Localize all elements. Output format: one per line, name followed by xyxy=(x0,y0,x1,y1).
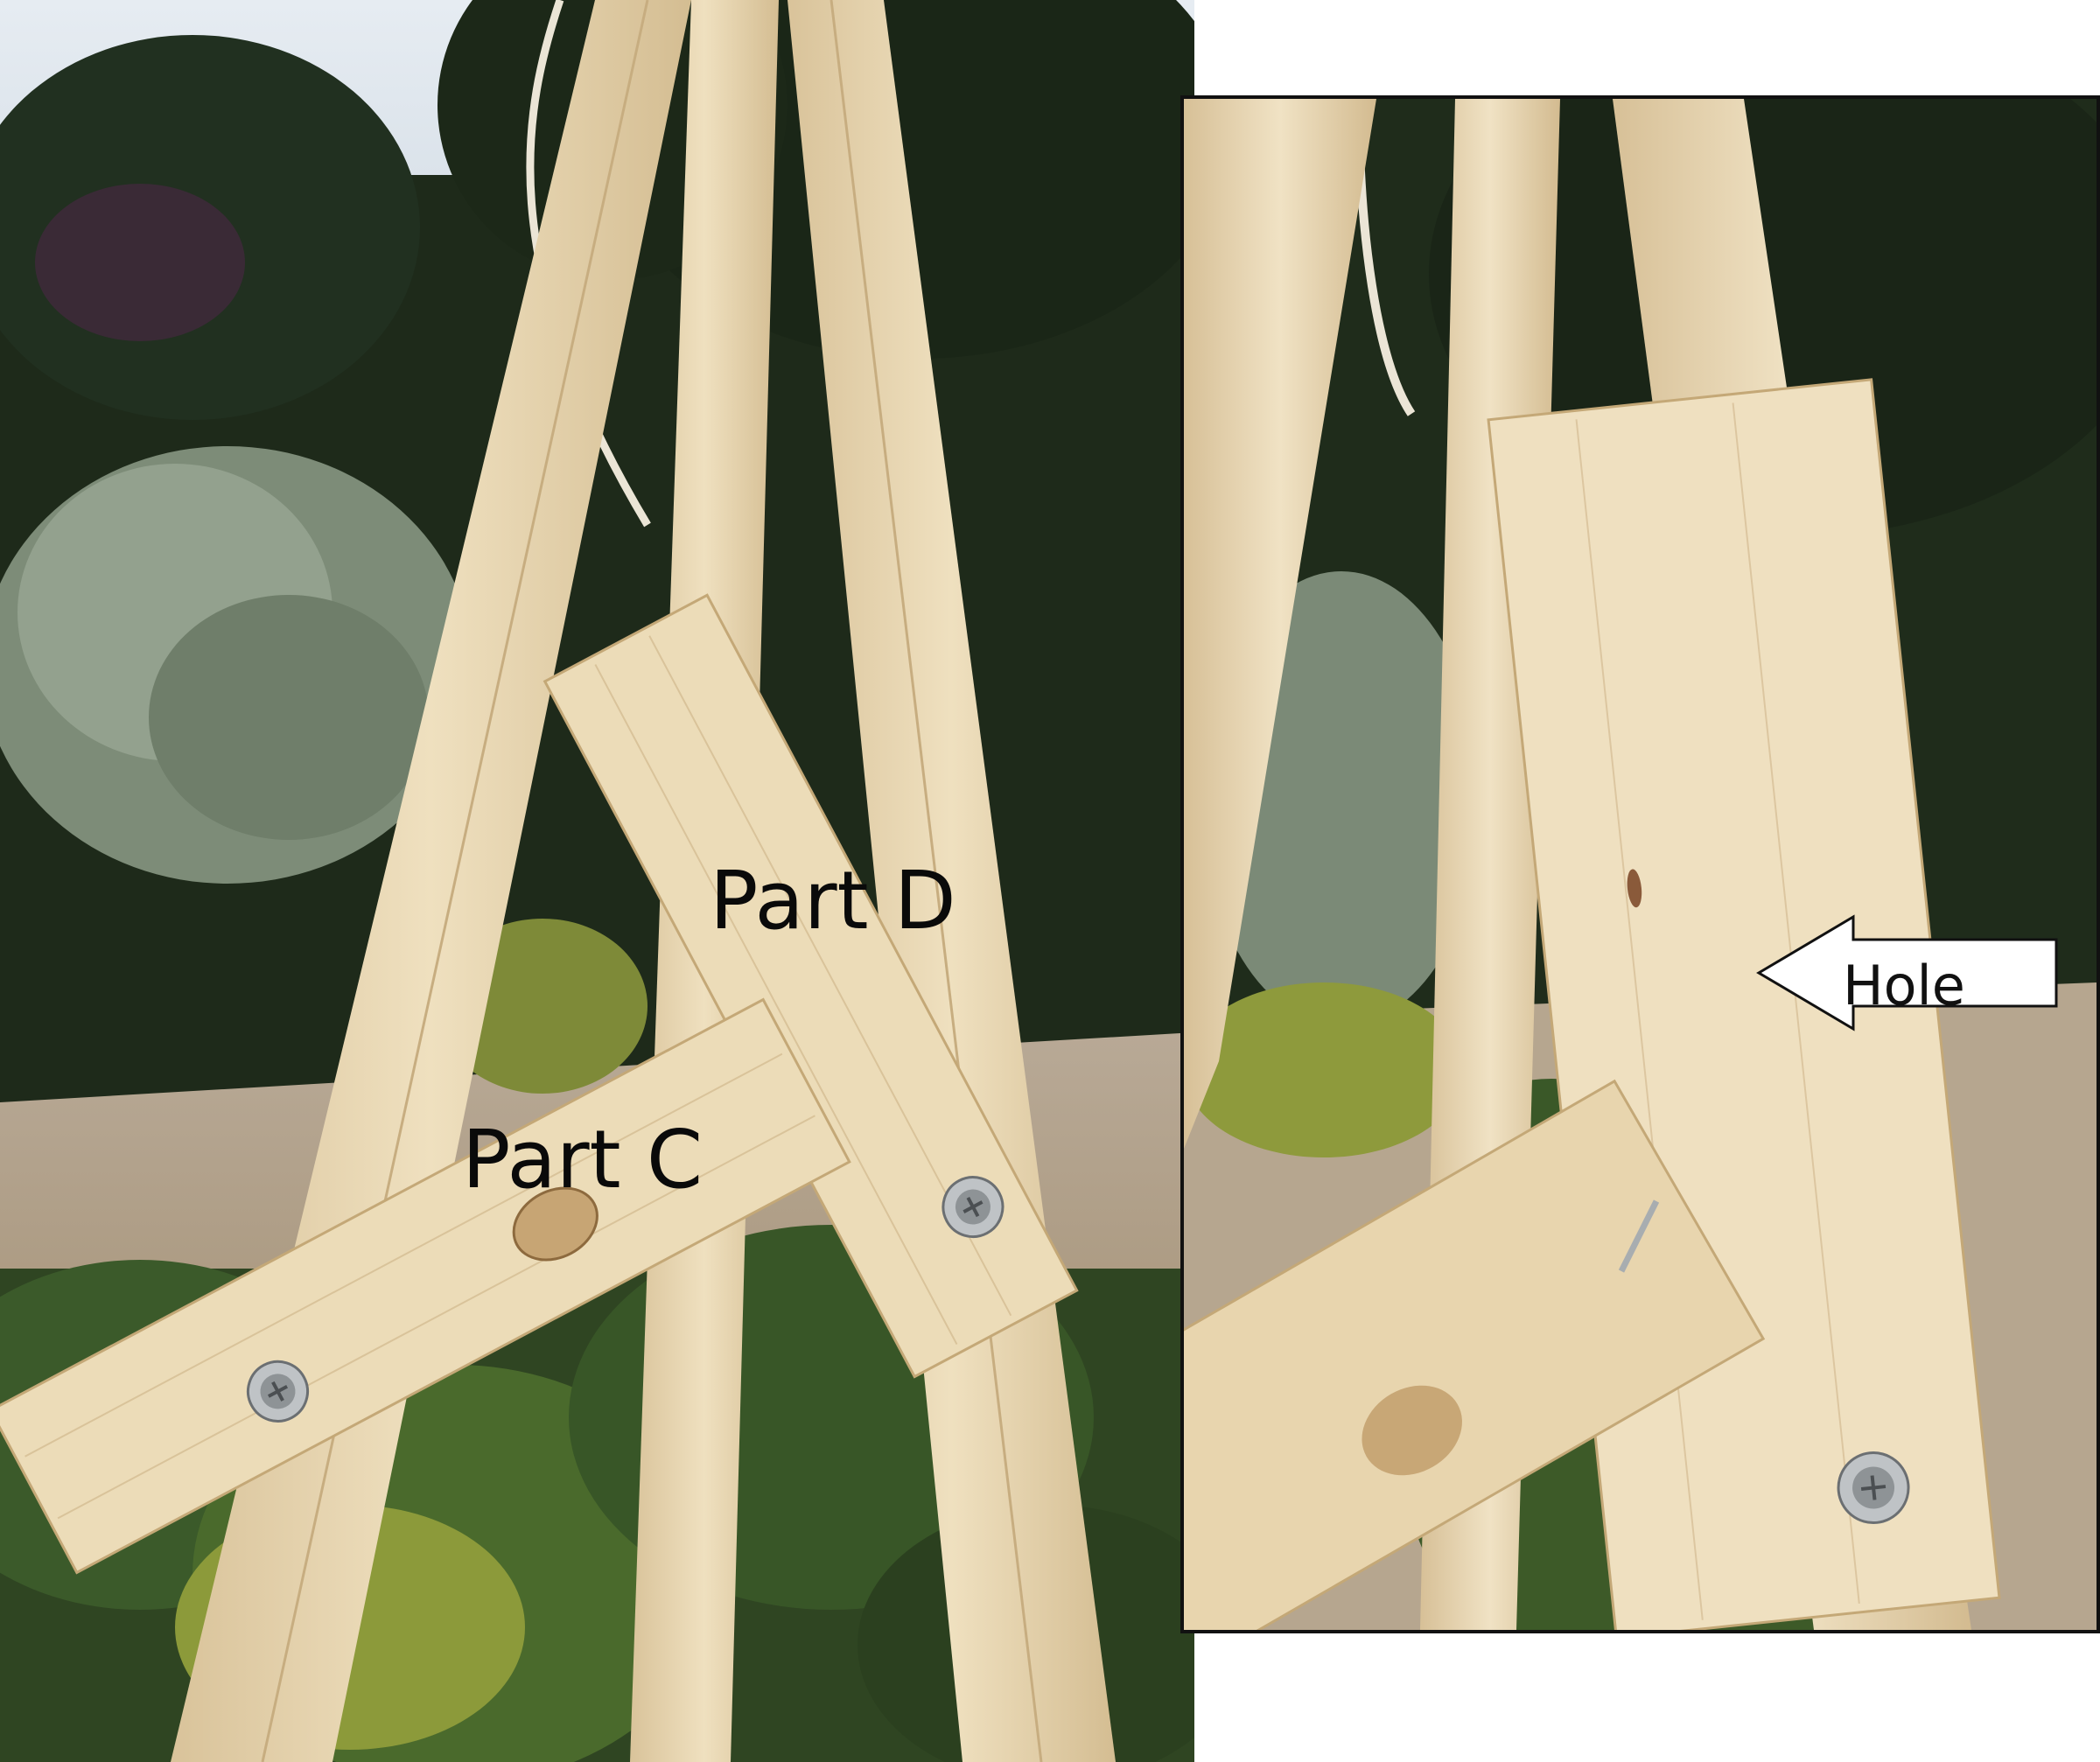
easel-leg-right xyxy=(788,0,1116,1762)
part-d-label: Part D xyxy=(710,854,956,947)
part-c-board xyxy=(0,997,851,1575)
willow-tree xyxy=(0,446,472,884)
inset-photo xyxy=(1184,99,2096,1630)
inset-easel-leg-left xyxy=(1184,99,1376,1149)
inset-photo-frame xyxy=(1180,95,2100,1633)
screw-icon xyxy=(942,1176,1004,1239)
inset-part-c-board xyxy=(1184,1079,1766,1630)
nail xyxy=(1618,1199,1660,1273)
part-d-board xyxy=(542,593,1079,1379)
left-photo-scene xyxy=(0,0,1194,1762)
hole-label: Hole xyxy=(1843,954,1965,1017)
left-photo xyxy=(0,0,1194,1762)
screw-icon xyxy=(1837,1451,1910,1525)
hole-mark xyxy=(1627,869,1642,908)
part-c-label: Part C xyxy=(462,1113,704,1206)
inset-photo-scene xyxy=(1184,99,2096,1630)
left-arrow-icon xyxy=(1756,914,2058,1031)
screw-icon xyxy=(246,1360,309,1423)
